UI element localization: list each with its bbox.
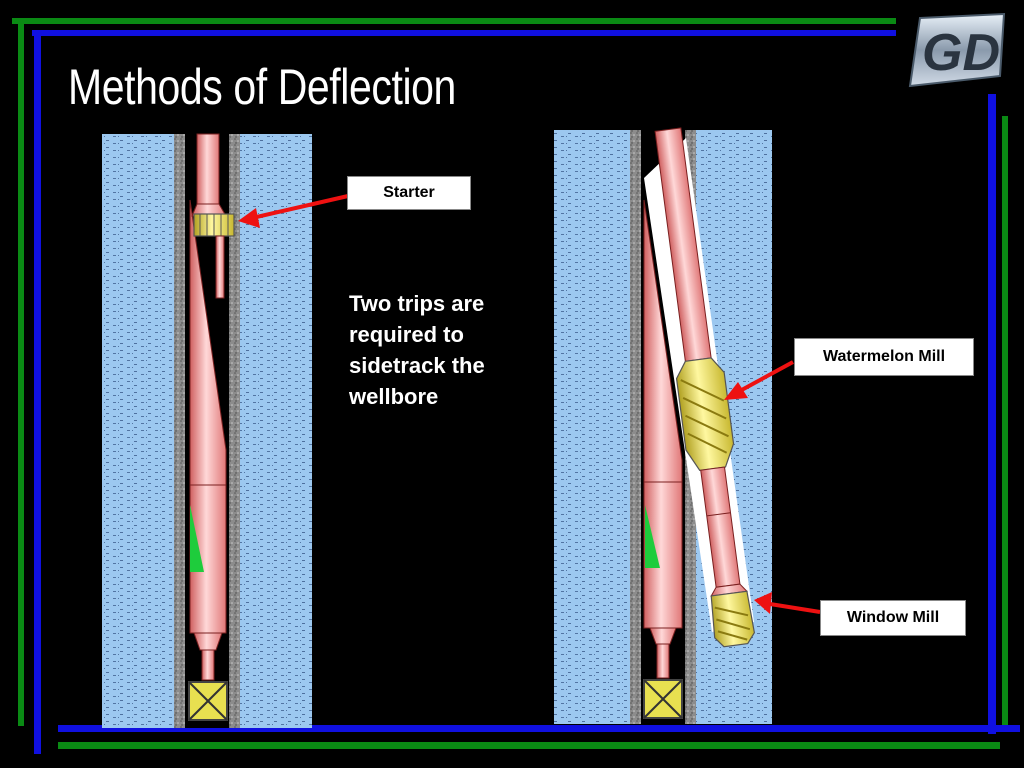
right-formation-outer	[554, 130, 630, 724]
frame-top-green	[12, 18, 896, 24]
watermelon-mill-arrowhead	[724, 382, 748, 400]
frame-bottom-green	[58, 742, 1000, 749]
arrows	[238, 194, 821, 614]
watermelon-mill-label: Watermelon Mill	[794, 338, 974, 376]
watermelon-mill	[675, 357, 735, 472]
right-whipstock-green-marker	[645, 505, 660, 568]
right-whipstock-taper	[649, 627, 677, 645]
right-packer-cross-2	[643, 679, 683, 719]
right-casing-wall-left	[630, 130, 641, 724]
left-mill-tail	[215, 235, 225, 299]
window-mill-arrowhead	[754, 592, 772, 614]
company-logo: GD	[908, 12, 1006, 88]
frame-left-blue	[34, 30, 41, 754]
logo-text: GD	[922, 24, 1000, 82]
left-drill-pipe	[196, 133, 220, 213]
frame-left-green	[18, 24, 24, 726]
description-text: Two trips are required to sidetrack the …	[349, 291, 485, 409]
left-casing-wall-left	[174, 134, 185, 728]
frame-right-green	[1002, 116, 1008, 728]
right-whipstock-stem	[656, 643, 670, 679]
slide-title: Methods of Deflection	[68, 59, 456, 115]
frame-top-blue	[32, 30, 896, 36]
window-mill-label-text: Window Mill	[846, 609, 940, 626]
starter-arrowhead	[238, 208, 260, 228]
right-wellbore	[554, 127, 772, 724]
watermelon-mill-label-text: Watermelon Mill	[822, 348, 946, 365]
left-whipstock-stem	[201, 649, 215, 681]
left-whipstock-taper	[193, 632, 223, 651]
right-pipe-joint	[706, 512, 731, 517]
left-whipstock-green-marker	[190, 505, 204, 572]
starter-label-text: Starter	[383, 184, 435, 201]
starter-mill	[193, 213, 235, 237]
window-mill-label: Window Mill	[820, 600, 966, 636]
left-formation-outer	[102, 134, 174, 728]
frame-right-blue	[988, 94, 996, 734]
frame-bottom-blue	[58, 725, 1020, 732]
left-wellbore	[102, 133, 312, 728]
left-formation-inner	[240, 134, 312, 728]
right-milling-assembly	[654, 127, 756, 648]
starter-arrow	[251, 194, 349, 220]
window-mill-arrow	[769, 602, 821, 614]
window-mill	[710, 590, 756, 648]
left-casing-wall-right	[229, 134, 240, 728]
starter-label: Starter	[347, 176, 471, 210]
left-packer-cross-2	[188, 681, 228, 721]
watermelon-mill-arrow	[737, 360, 794, 394]
